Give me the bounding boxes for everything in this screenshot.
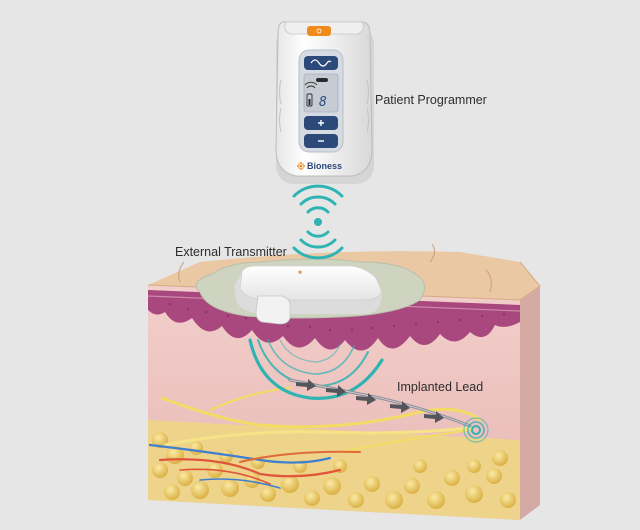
patient-programmer: 8 Bioness bbox=[275, 21, 374, 184]
brand-name: Bioness bbox=[307, 161, 342, 171]
waveform-icon bbox=[304, 56, 338, 70]
fat-layer bbox=[148, 420, 520, 520]
external-transmitter: ✽ bbox=[234, 265, 383, 325]
minus-icon bbox=[304, 134, 338, 148]
signal-icon bbox=[304, 81, 318, 89]
implanted-lead bbox=[288, 378, 489, 443]
skin-block-side-face bbox=[520, 262, 540, 520]
blood-vessels bbox=[148, 443, 361, 489]
implanted-lead-label: Implanted Lead bbox=[397, 380, 484, 394]
bioness-logo-icon: Bioness bbox=[297, 161, 342, 171]
patient-programmer-label: Patient Programmer bbox=[375, 93, 487, 107]
device-display bbox=[303, 73, 339, 113]
external-transmitter-label: External Transmitter bbox=[175, 245, 287, 259]
keypad-digit: 8 bbox=[319, 95, 327, 110]
plus-icon bbox=[304, 116, 338, 130]
wireless-signal-icon bbox=[292, 184, 344, 260]
power-button-icon bbox=[307, 26, 331, 36]
battery-icon bbox=[306, 93, 313, 107]
stimulation-target-icon bbox=[463, 417, 489, 443]
svg-text:✽: ✽ bbox=[298, 270, 302, 276]
flow-arrow-icon bbox=[296, 379, 444, 423]
